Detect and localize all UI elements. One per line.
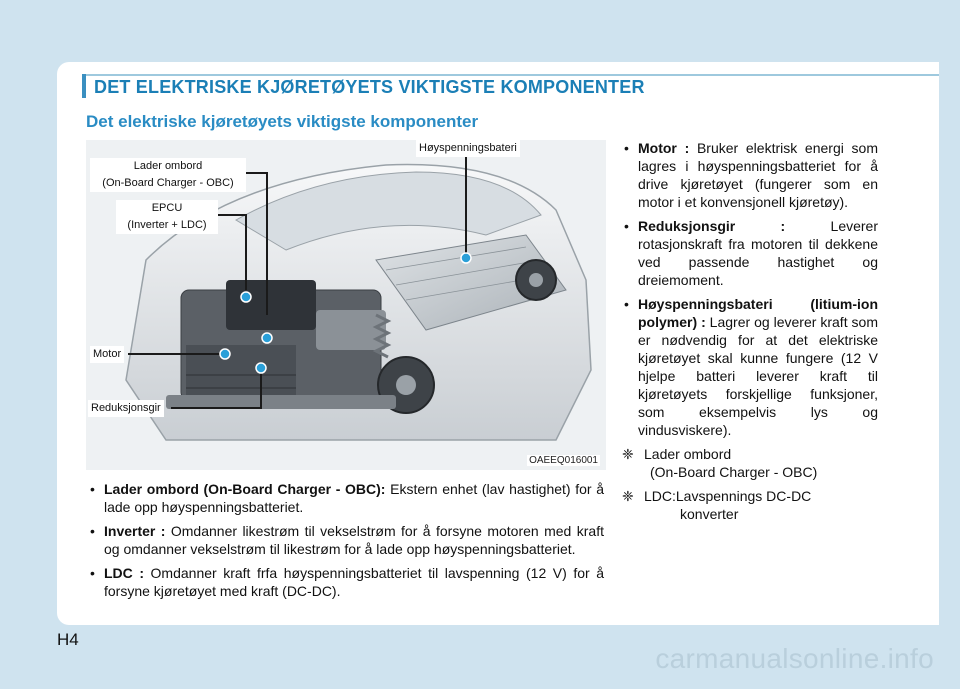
term-inverter: Inverter : — [104, 523, 166, 539]
section-header-bar — [82, 74, 86, 98]
list-item-battery: Høyspenningsbateri (litium-ion polymer) … — [622, 295, 878, 439]
list-item-obc: Lader ombord (On-Board Charger - OBC): E… — [88, 480, 604, 516]
desc-obc: Ekstern enhet (lav hastighet) for å lade… — [104, 481, 605, 515]
callout-motor: Motor — [90, 346, 125, 363]
desc-ldc: Omdanner kraft frfa høyspenningsbatterie… — [104, 565, 604, 599]
desc-inverter: Omdanner likestrøm til vekselstrøm for å… — [104, 523, 604, 557]
desc-battery: Lagrer og leverer kraft som er nødvendig… — [638, 314, 878, 438]
right-component-list: Motor : Bruker elektrisk energi som lagr… — [622, 139, 878, 529]
note-symbol: ❈ — [622, 446, 634, 462]
page-number: H4 — [57, 630, 79, 649]
left-component-list: Lader ombord (On-Board Charger - OBC): E… — [88, 480, 604, 606]
note-obc-line1: Lader ombord — [644, 446, 732, 462]
vehicle-component-illustration: Lader ombord (On-Board Charger - OBC) EP… — [86, 140, 606, 470]
term-motor: Motor : — [638, 140, 690, 156]
callout-battery: Høyspenningsbateri — [416, 140, 520, 157]
list-item-reducer: Reduksjonsgir : Leverer rotasjonskraft f… — [622, 217, 878, 289]
term-obc: Lader ombord (On-Board Charger - OBC): — [104, 481, 386, 497]
term-battery: Høyspenningsbateri (litium-ion polymer) … — [638, 296, 878, 330]
note-ldc: ❈ LDC:Lavspennings DC-DC konverter — [622, 487, 878, 523]
section-header: DET ELEKTRISKE KJØRETØYETS VIKTIGSTE KOM… — [82, 74, 939, 98]
term-ldc: LDC : — [104, 565, 144, 581]
term-reducer: Reduksjonsgir : — [638, 218, 786, 234]
subsection-title: Det elektriske kjøretøyets viktigste kom… — [86, 112, 479, 131]
callout-reducer: Reduksjonsgir — [88, 400, 164, 417]
section-title: DET ELEKTRISKE KJØRETØYETS VIKTIGSTE KOM… — [94, 77, 645, 97]
callout-obc: Lader ombord (On-Board Charger - OBC) — [90, 158, 246, 192]
note-ldc-line2: konverter — [680, 506, 739, 522]
list-item-inverter: Inverter : Omdanner likestrøm til veksel… — [88, 522, 604, 558]
watermark: carmanualsonline.info — [655, 643, 934, 674]
callout-epcu: EPCU (Inverter + LDC) — [116, 200, 218, 234]
figure-code: OAEEQ016001 — [527, 455, 600, 466]
note-ldc-line1: LDC:Lavspennings DC-DC — [644, 488, 812, 504]
desc-reducer: Leverer rotasjonskraft fra motoren til d… — [638, 218, 878, 288]
note-obc-line2: (On-Board Charger - OBC) — [650, 464, 818, 480]
callout-obc-line1: Lader ombord — [133, 160, 203, 172]
callout-obc-line2: (On-Board Charger - OBC) — [102, 177, 234, 189]
callout-epcu-line2: (Inverter + LDC) — [127, 219, 207, 231]
callout-epcu-line1: EPCU — [151, 202, 183, 214]
desc-motor: Bruker elektrisk energi som lagres i høy… — [638, 140, 878, 210]
car-cutaway-drawing — [86, 140, 606, 470]
note-obc: ❈ Lader ombord (On-Board Charger - OBC) — [622, 445, 878, 481]
list-item-ldc: LDC : Omdanner kraft frfa høyspenningsba… — [88, 564, 604, 600]
list-item-motor: Motor : Bruker elektrisk energi som lagr… — [622, 139, 878, 211]
note-symbol: ❈ — [622, 488, 634, 504]
